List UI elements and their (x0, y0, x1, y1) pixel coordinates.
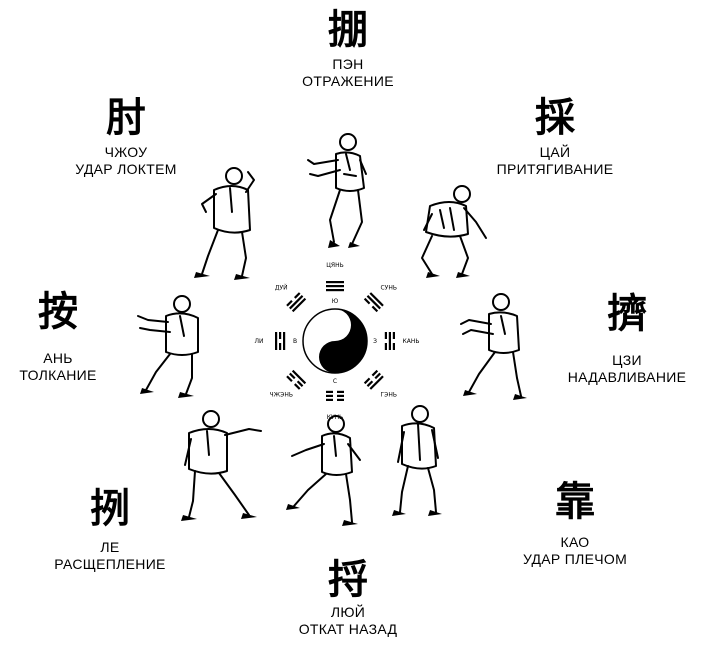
trigram-line-broken (326, 394, 333, 397)
figure-zhou (194, 167, 255, 280)
trigram-4 (363, 369, 384, 390)
trigram-direction-7: В (293, 338, 297, 345)
trigram-line-broken (337, 398, 344, 401)
trigram-line-broken (363, 377, 371, 385)
label-cai: 採 ЦАЙ ПРИТЯГИВАНИЕ (490, 96, 620, 178)
trigram-name-5: КУНЬ (327, 414, 344, 421)
trigram-line-solid (275, 332, 278, 350)
han-lie: 挒 (90, 485, 130, 532)
trigram-name-7: ЛИ (255, 338, 264, 345)
trigram-line-broken (289, 372, 296, 380)
trigram-line-broken (286, 299, 293, 307)
trigram-line-broken (337, 394, 344, 397)
han-lu: 捋 (328, 556, 368, 603)
trigram-line-broken (366, 380, 374, 387)
trigram-8 (286, 292, 307, 313)
trigram-line-broken (392, 343, 395, 350)
han-peng: 掤 (328, 6, 368, 53)
trigram-line-solid (283, 332, 286, 350)
label-lie: 挒 ЛЕ РАСЩЕПЛЕНИЕ (40, 487, 180, 573)
trigram-direction-1: Ю (332, 298, 339, 305)
meaning-lie: РАСЩЕПЛЕНИЕ (54, 556, 166, 572)
trigram-line-broken (371, 305, 379, 313)
yin-yang-icon (302, 308, 368, 374)
trigram-line-solid (326, 289, 344, 292)
trigram-line-solid (291, 297, 307, 313)
label-lu: 捋 ЛЮЙ ОТКАТ НАЗАД (268, 558, 428, 638)
trigram-6 (286, 369, 307, 390)
trigram-name-2: СУНЬ (380, 284, 396, 291)
trigram-line-solid (369, 375, 384, 390)
trigram-line-broken (392, 332, 395, 339)
trigram-line-broken (363, 297, 371, 305)
trigram-1 (326, 281, 344, 292)
meaning-ji: НАДАВЛИВАНИЕ (567, 369, 687, 385)
trigram-line-solid (291, 369, 307, 385)
trigram-line-broken (371, 369, 379, 377)
name-lie: ЛЕ (100, 539, 120, 555)
figure-lu (286, 415, 361, 526)
label-zhou: 肘 ЧЖОУ УДАР ЛОКТЕМ (56, 96, 196, 178)
figure-an (137, 295, 199, 398)
trigram-5 (326, 390, 344, 401)
trigram-name-1: ЦЯНЬ (326, 262, 343, 269)
meaning-an: ТОЛКАНИЕ (19, 367, 97, 383)
trigram-direction-5: С (333, 378, 337, 385)
trigram-line-solid (326, 281, 344, 284)
trigram-name-4: ГЭНЬ (380, 392, 396, 399)
label-peng: 掤 ПЭН ОТРАЖЕНИЕ (283, 8, 413, 90)
trigram-line-solid (366, 295, 381, 310)
name-kao: КАО (560, 534, 590, 550)
meaning-kao: УДАР ПЛЕЧОМ (522, 551, 628, 567)
trigram-line-broken (293, 383, 301, 390)
name-cai: ЦАЙ (539, 144, 571, 160)
trigram-line-broken (279, 343, 282, 350)
meaning-zhou: УДАР ЛОКТЕМ (75, 161, 177, 177)
trigram-line-broken (326, 398, 333, 401)
trigram-name-6: ЧЖЭНЬ (270, 392, 293, 399)
name-zhou: ЧЖОУ (104, 144, 148, 160)
name-lu: ЛЮЙ (330, 604, 366, 620)
trigram-line-broken (279, 332, 282, 339)
figure-peng (307, 133, 367, 248)
name-an: АНЬ (43, 350, 73, 366)
trigram-line-broken (286, 375, 293, 383)
trigram-line-broken (384, 343, 387, 350)
trigram-line-broken (296, 380, 304, 387)
trigram-ring: ЦЯНЬ Ю СУНЬ КАНЬ З ГЭНЬ КУНЬ С ЧЖЭНЬ ЛИ В ДУЙ (255, 262, 420, 421)
label-an: 按 АНЬ ТОЛКАНИЕ (2, 290, 114, 384)
trigram-line-broken (374, 372, 381, 380)
bagua-diagram: ЦЯНЬ Ю СУНЬ КАНЬ З ГЭНЬ КУНЬ С ЧЖЭНЬ ЛИ В ДУЙ (255, 262, 420, 421)
meaning-peng: ОТРАЖЕНИЕ (302, 73, 394, 89)
han-cai: 採 (535, 94, 575, 141)
han-ji: 擠 (607, 290, 647, 337)
trigram-line-broken (293, 292, 301, 299)
meaning-lu: ОТКАТ НАЗАД (298, 621, 398, 637)
trigram-name-8: ДУЙ (275, 284, 288, 291)
trigram-2 (363, 292, 384, 313)
trigram-line-broken (384, 332, 387, 339)
han-zhou: 肘 (106, 94, 146, 141)
meaning-cai: ПРИТЯГИВАНИЕ (496, 161, 614, 177)
trigram-line-solid (369, 292, 384, 307)
figure-cai (421, 185, 487, 278)
label-kao: 靠 КАО УДАР ПЛЕЧОМ (505, 480, 645, 568)
trigram-line-solid (289, 295, 304, 310)
figure-ji (460, 293, 527, 400)
trigram-7 (275, 332, 286, 350)
han-kao: 靠 (555, 478, 595, 525)
name-ji: ЦЗИ (612, 352, 642, 368)
name-peng: ПЭН (332, 56, 364, 72)
han-an: 按 (38, 288, 78, 335)
trigram-line-broken (326, 390, 333, 393)
trigram-direction-3: З (373, 338, 377, 345)
trigram-line-broken (337, 390, 344, 393)
trigram-line-solid (326, 285, 344, 288)
figure-lie (181, 410, 262, 521)
figure-kao (392, 405, 442, 516)
trigram-3 (384, 332, 395, 350)
trigram-name-3: КАНЬ (403, 338, 420, 345)
trigram-line-solid (388, 332, 391, 350)
label-ji: 擠 ЦЗИ НАДАВЛИВАНИЕ (552, 292, 702, 386)
